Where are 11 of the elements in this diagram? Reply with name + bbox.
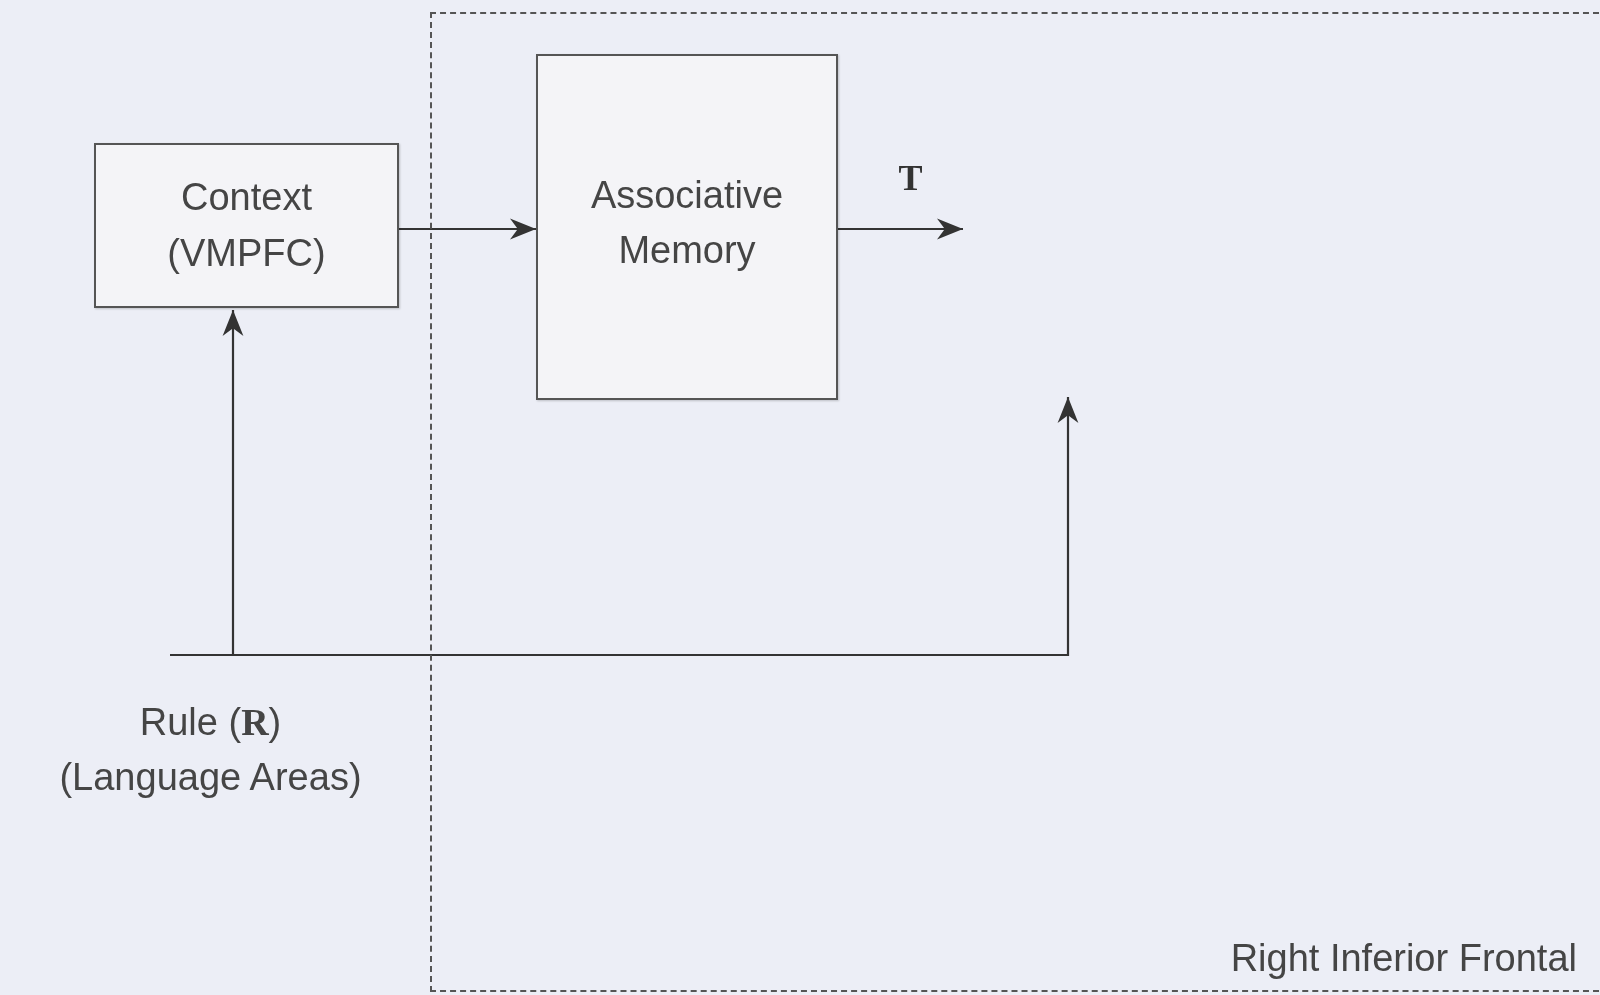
arrow xyxy=(399,218,536,240)
arrow xyxy=(838,218,963,240)
box-label: Associative Memory xyxy=(589,173,785,274)
edge-label: T xyxy=(898,157,923,199)
dashed-region xyxy=(430,12,1599,992)
region-label: Right Inferior Frontal xyxy=(1230,935,1577,981)
arrow xyxy=(170,397,1079,657)
rule-label: Rule (R) (Language Areas) xyxy=(58,699,363,800)
process-box xyxy=(536,54,838,400)
box-label: Context (VMPFC) xyxy=(166,175,327,276)
process-box xyxy=(94,143,399,308)
